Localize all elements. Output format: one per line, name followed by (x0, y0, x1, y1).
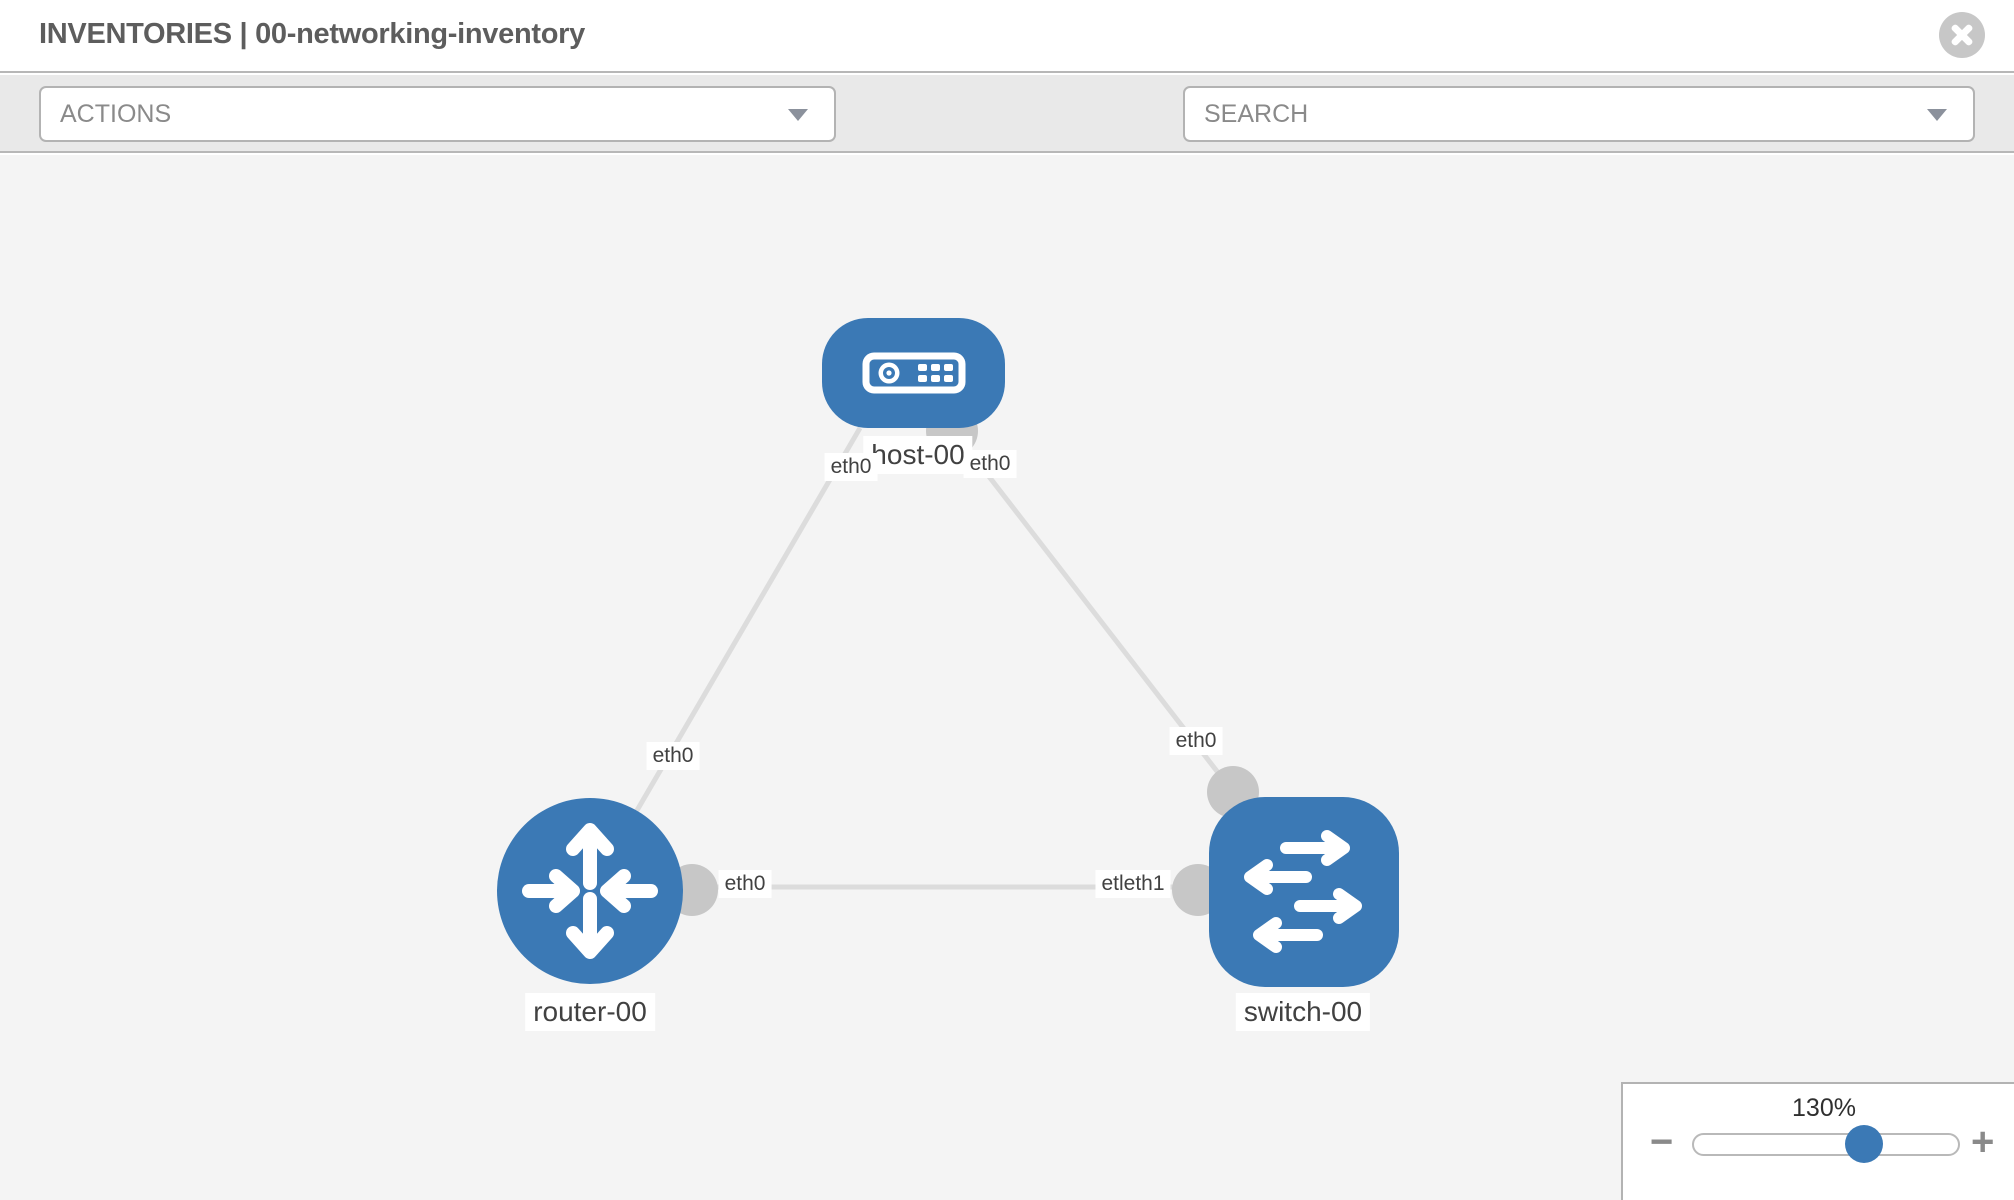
zoom-level-value: 130% (1792, 1094, 1856, 1122)
chevron-down-icon (788, 109, 808, 121)
node-label-switch: switch-00 (1235, 993, 1371, 1031)
zoom-panel: 130% − + (1621, 1082, 2014, 1200)
zoom-in-button[interactable]: + (1971, 1120, 1995, 1164)
host-icon (862, 352, 965, 394)
interface-label: eth0 (824, 453, 878, 481)
node-label-router: router-00 (525, 993, 655, 1031)
page-title: INVENTORIES | 00-networking-inventory (39, 18, 585, 50)
node-label-host: host-00 (863, 436, 973, 474)
search-dropdown[interactable]: SEARCH (1183, 86, 1975, 142)
interface-label: etleth1 (1095, 870, 1171, 898)
switch-icon (1244, 830, 1362, 953)
header: INVENTORIES | 00-networking-inventory (0, 0, 2014, 73)
interface-label: eth0 (646, 742, 700, 770)
interface-label: eth0 (1169, 727, 1223, 755)
node-switch-00[interactable] (1209, 797, 1399, 987)
actions-dropdown[interactable]: ACTIONS (39, 86, 836, 142)
chevron-down-icon (1927, 109, 1947, 121)
node-router-00[interactable] (497, 798, 683, 984)
toolbar: ACTIONS SEARCH (0, 75, 2014, 211)
topology-canvas[interactable]: host-00 router-00 switch-00 eth0 eth0 et… (0, 155, 2014, 1200)
node-host-00[interactable] (822, 318, 1005, 428)
links-layer (587, 405, 1300, 916)
search-dropdown-label: SEARCH (1204, 99, 1309, 128)
zoom-slider-thumb[interactable] (1845, 1125, 1883, 1163)
close-button[interactable] (1939, 12, 1985, 58)
zoom-slider-track[interactable] (1692, 1133, 1960, 1156)
actions-dropdown-label: ACTIONS (60, 99, 172, 128)
interface-label: eth0 (963, 450, 1017, 478)
interface-label: eth0 (718, 870, 772, 898)
zoom-out-button[interactable]: − (1650, 1120, 1674, 1164)
router-icon (522, 823, 658, 959)
